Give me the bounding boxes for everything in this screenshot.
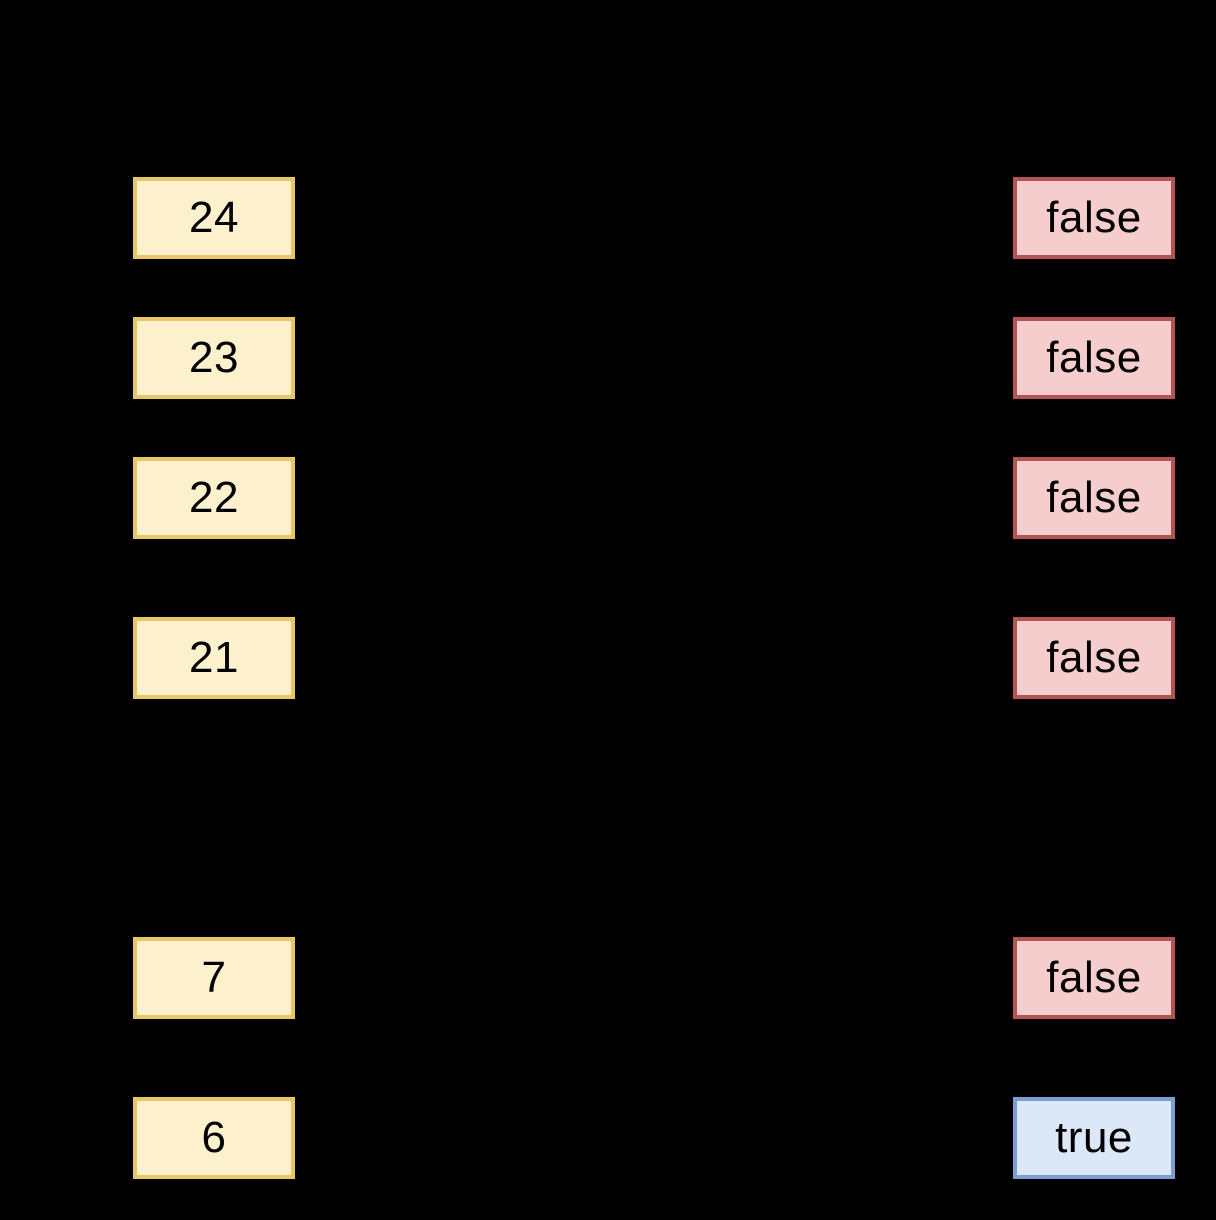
result-node-7[interactable]: false — [1013, 937, 1175, 1019]
value-node-21[interactable]: 21 — [133, 617, 295, 699]
value-node-7[interactable]: 7 — [133, 937, 295, 1019]
row-gap-spacer — [133, 707, 1175, 927]
result-node-21[interactable]: false — [1013, 617, 1175, 699]
value-node-6[interactable]: 6 — [133, 1097, 295, 1179]
result-node-22[interactable]: false — [1013, 457, 1175, 539]
result-node-23[interactable]: false — [1013, 317, 1175, 399]
value-node-22[interactable]: 22 — [133, 457, 295, 539]
result-node-6[interactable]: true — [1013, 1097, 1175, 1179]
result-node-24[interactable]: false — [1013, 177, 1175, 259]
value-node-23[interactable]: 23 — [133, 317, 295, 399]
value-node-24[interactable]: 24 — [133, 177, 295, 259]
